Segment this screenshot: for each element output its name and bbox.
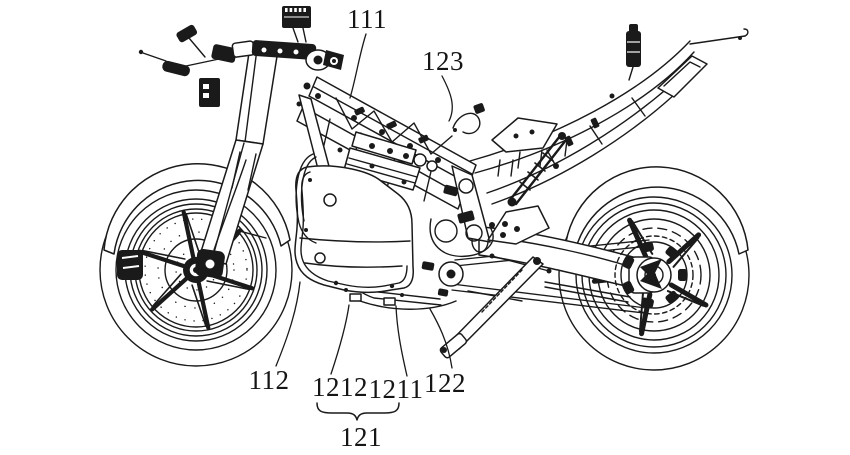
- ref-label-123: 123: [422, 46, 464, 76]
- leader-lines: [275, 33, 453, 421]
- ref-label-111: 111: [347, 4, 387, 34]
- rear-shock: [507, 132, 568, 207]
- rear-sprocket-hub: [614, 235, 694, 315]
- instrument-box: [199, 78, 220, 107]
- triple-clamp: [251, 40, 317, 60]
- ref-label-122: 122: [424, 368, 466, 398]
- clutch-machinery: [421, 210, 552, 302]
- leader-122: [429, 308, 453, 369]
- ref-label-1212: 1212: [312, 372, 368, 402]
- hardware-details: [296, 82, 459, 197]
- ref-label-121: 121: [340, 422, 382, 452]
- front-brake-caliper: [117, 250, 143, 280]
- ref-label-112: 112: [248, 365, 290, 395]
- engine: [294, 131, 457, 310]
- rear-fender: [565, 166, 749, 255]
- seat-bracket: [491, 117, 558, 153]
- leader-1211: [395, 305, 408, 377]
- brace-121: [316, 402, 400, 421]
- wiring-harness: [452, 103, 485, 135]
- leader-1212: [330, 304, 350, 375]
- mirror-mount: [176, 24, 198, 43]
- valve-cover: [351, 131, 417, 165]
- tail-subframe: [469, 24, 749, 205]
- hub-lugs: [622, 241, 687, 309]
- brake-master-cylinder: [211, 44, 237, 63]
- leader-123: [441, 75, 453, 122]
- ref-label-1211: 1211: [368, 374, 424, 404]
- tail-cylinder: [626, 31, 641, 67]
- coolant-hose: [295, 153, 317, 244]
- kickstand: [439, 256, 544, 359]
- left-grip: [162, 60, 190, 77]
- leader-111: [349, 33, 367, 99]
- front-fork: [194, 45, 279, 279]
- leader-112: [275, 281, 301, 367]
- handlebar-cluster: [138, 6, 344, 107]
